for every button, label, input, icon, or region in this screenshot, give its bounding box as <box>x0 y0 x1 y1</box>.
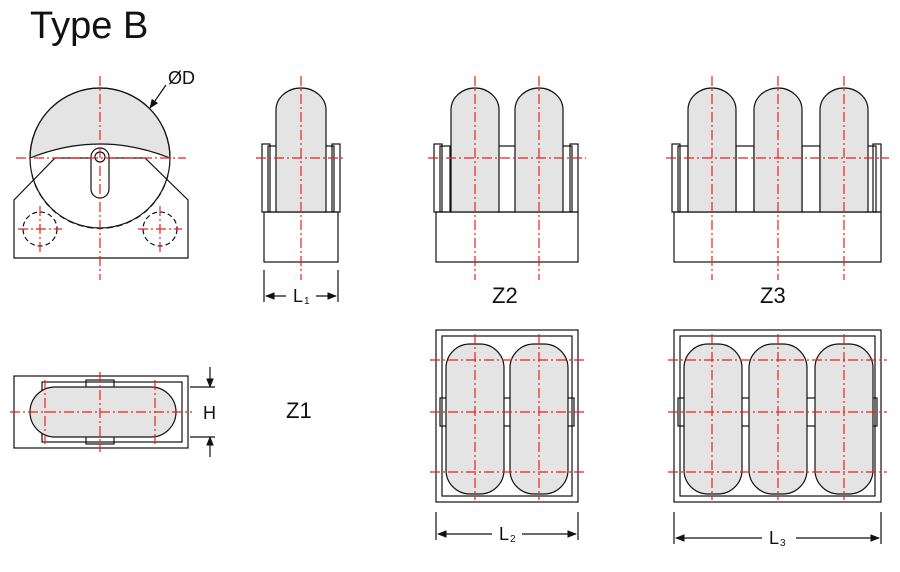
z3-base <box>673 211 882 263</box>
z2-base <box>435 211 579 263</box>
z2-front-view <box>433 87 579 263</box>
height-dimension <box>190 367 215 457</box>
l3-dimension <box>673 512 882 544</box>
l1-subscript: 1 <box>304 296 310 307</box>
l2-subscript: 2 <box>510 534 516 545</box>
z1-base <box>263 211 339 263</box>
height-label: H <box>203 403 216 423</box>
side-view-centerlines <box>16 76 186 280</box>
z2-top-outer <box>435 329 579 503</box>
z2-top-view <box>435 329 579 503</box>
l1-dimension <box>263 270 339 302</box>
l3-letter: L <box>769 528 779 548</box>
l2-dimension <box>435 512 579 540</box>
top-view-centerlines <box>10 372 192 452</box>
z2-centerlines <box>428 76 586 280</box>
l3-subscript: 3 <box>780 538 786 549</box>
z3-label: Z3 <box>760 283 786 308</box>
l2-letter: L <box>499 524 509 544</box>
z1-centerlines <box>256 76 346 280</box>
diameter-label: ØD <box>168 68 195 88</box>
page-title: Type B <box>30 5 148 47</box>
z3-front-view <box>671 87 882 263</box>
diameter-leader <box>149 84 167 109</box>
z2-top-centerlines <box>430 334 584 500</box>
z1-label: Z1 <box>286 398 312 423</box>
z3-top-outer <box>673 329 882 503</box>
l1-letter: L <box>293 286 303 306</box>
z3-top-centerlines <box>668 334 887 500</box>
z2-label: Z2 <box>492 283 518 308</box>
z3-top-wheel-1 <box>683 343 743 495</box>
z3-centerlines <box>666 76 889 280</box>
